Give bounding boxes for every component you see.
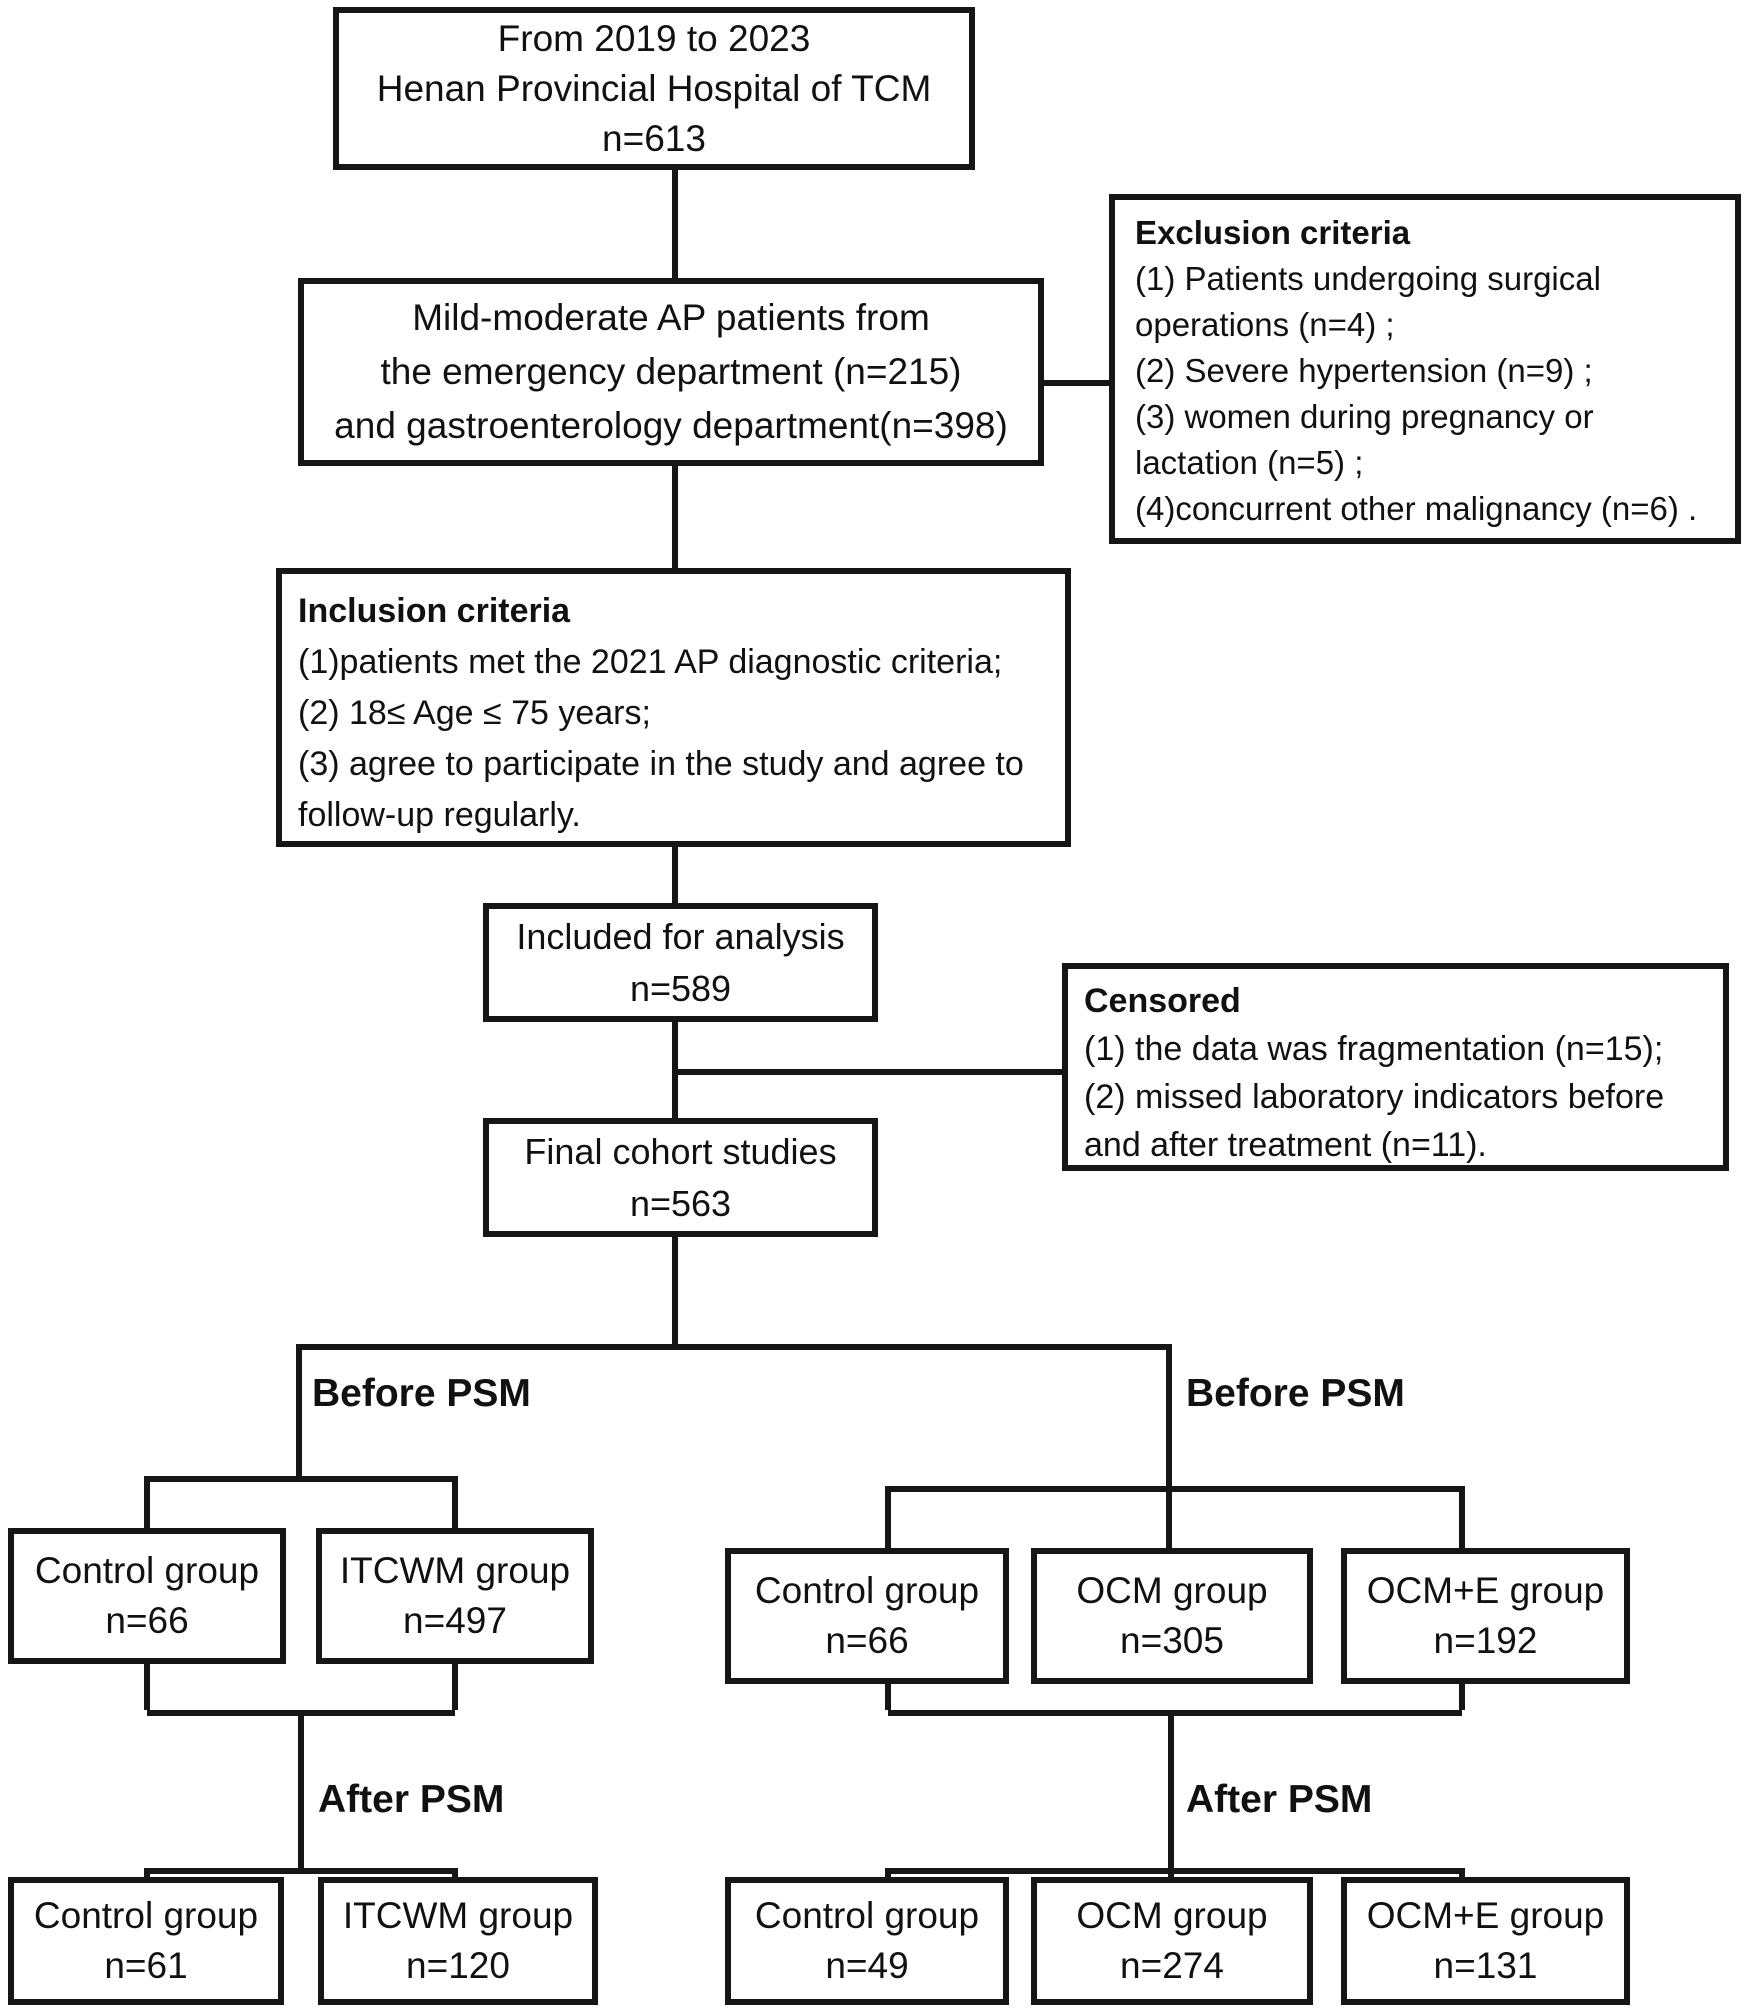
group-count: n=120 <box>406 1945 510 1986</box>
box-included-count: n=589 <box>629 967 732 1009</box>
group-count: n=61 <box>104 1945 188 1986</box>
censored-item-2: (2) missed laboratory indicators before … <box>1084 1078 1665 1164</box>
stub-left-before-itcwm <box>452 1476 458 1528</box>
connector-final-splitbus <box>672 1237 678 1344</box>
group-label: Control group <box>754 1570 980 1611</box>
box-source-line2: Henan Provincial Hospital of TCM <box>376 67 932 109</box>
group-label: Control group <box>33 1895 259 1936</box>
box-ocm-group-before: OCM group n=305 <box>1031 1548 1313 1684</box>
inclusion-item-1: (1)patients met the 2021 AP diagnostic c… <box>298 643 1003 681</box>
box-control-group-before-right: Control group n=66 <box>725 1548 1009 1684</box>
exclusion-title: Exclusion criteria <box>1135 214 1411 251</box>
box-ocm-group-after: OCM group n=274 <box>1031 1877 1313 2005</box>
box-final-cohort: Final cohort studies n=563 <box>483 1118 878 1237</box>
exclusion-item-4: (4)concurrent other malignancy (n=6) . <box>1135 490 1698 527</box>
stub-right-control-down <box>885 1684 891 1710</box>
stub-right-before-ocme <box>1459 1486 1465 1548</box>
stub-right-after-control <box>885 1868 891 1882</box>
exclusion-item-3: (3) women during pregnancy or lactation … <box>1135 398 1594 481</box>
stub-right-after-ocm <box>1168 1868 1174 1882</box>
box-source-line1: From 2019 to 2023 <box>497 17 811 59</box>
connector-screened-inclusion <box>672 466 678 568</box>
box-ocme-group-after: OCM+E group n=131 <box>1341 1877 1630 2005</box>
box-censored: Censored (1) the data was fragmentation … <box>1062 963 1729 1171</box>
inclusion-item-2: (2) 18≤ Age ≤ 75 years; <box>298 694 651 732</box>
group-label: ITCWM group <box>339 1550 571 1591</box>
group-count: n=497 <box>403 1600 507 1641</box>
box-exclusion-criteria: Exclusion criteria (1) Patients undergoi… <box>1109 194 1741 544</box>
connector-right-branch-drop <box>1166 1344 1172 1548</box>
stub-right-before-control <box>885 1486 891 1548</box>
tee-left-after-psm <box>147 1868 455 1874</box>
box-screened-line2: the emergency department (n=215) <box>380 351 962 392</box>
tee-right-after-psm <box>888 1868 1462 1874</box>
box-final-count: n=563 <box>629 1182 732 1224</box>
tee-right-before-psm <box>888 1486 1462 1492</box>
box-control-group-before-left: Control group n=66 <box>8 1528 286 1664</box>
stub-left-control-down <box>144 1664 150 1710</box>
group-label: OCM group <box>1076 1570 1268 1611</box>
box-ocme-group-before: OCM+E group n=192 <box>1341 1548 1630 1684</box>
exclusion-item-1: (1) Patients undergoing surgical operati… <box>1135 260 1601 343</box>
connector-included-censored <box>675 1069 1062 1075</box>
label-after-psm-left: After PSM <box>318 1778 505 1821</box>
connector-screened-exclusion <box>1044 380 1109 386</box>
censored-item-1: (1) the data was fragmentation (n=15); <box>1084 1030 1664 1068</box>
box-screened-line3: and gastroenterology department(n=398) <box>334 405 1008 446</box>
group-count: n=66 <box>105 1600 189 1641</box>
box-itcwm-group-after: ITCWM group n=120 <box>318 1877 598 2005</box>
tee-left-before-psm <box>147 1476 455 1482</box>
box-control-group-after-right: Control group n=49 <box>725 1877 1009 2005</box>
box-screened-patients: Mild-moderate AP patients from the emerg… <box>298 278 1044 466</box>
group-count: n=305 <box>1120 1620 1224 1661</box>
label-before-psm-left: Before PSM <box>312 1372 531 1415</box>
box-source-count: n=613 <box>602 117 706 159</box>
exclusion-item-2: (2) Severe hypertension (n=9) ; <box>1135 352 1593 389</box>
group-count: n=274 <box>1120 1945 1224 1986</box>
group-count: n=131 <box>1433 1945 1538 1986</box>
stub-left-itcwm-down <box>452 1664 458 1710</box>
label-before-psm-right: Before PSM <box>1186 1372 1405 1415</box>
group-label: OCM+E group <box>1366 1570 1605 1611</box>
group-label: ITCWM group <box>342 1895 574 1936</box>
group-label: OCM+E group <box>1366 1895 1605 1936</box>
connector-left-after-drop <box>298 1710 304 1868</box>
group-label: Control group <box>34 1550 260 1591</box>
censored-title: Censored <box>1084 982 1241 1020</box>
connector-inclusion-included <box>672 847 678 903</box>
box-included-line1: Included for analysis <box>516 915 845 957</box>
group-count: n=49 <box>825 1945 909 1986</box>
split-bus-top <box>299 1344 1169 1350</box>
stub-left-before-control <box>144 1476 150 1528</box>
box-itcwm-group-before: ITCWM group n=497 <box>316 1528 594 1664</box>
box-included-analysis: Included for analysis n=589 <box>483 903 878 1022</box>
connector-right-after-drop <box>1168 1710 1174 1868</box>
stub-left-after-itcwm <box>452 1868 458 1882</box>
box-control-group-after-left: Control group n=61 <box>8 1877 284 2005</box>
box-source-hospital: From 2019 to 2023 Henan Provincial Hospi… <box>333 7 975 170</box>
connector-left-branch-drop <box>296 1344 302 1482</box>
box-final-line1: Final cohort studies <box>524 1130 837 1172</box>
label-after-psm-right: After PSM <box>1186 1778 1373 1821</box>
group-count: n=66 <box>825 1620 909 1661</box>
connector-source-screened <box>672 170 678 278</box>
stub-right-after-ocme <box>1459 1868 1465 1882</box>
inclusion-item-3: (3) agree to participate in the study an… <box>298 745 1024 834</box>
inclusion-title: Inclusion criteria <box>298 592 571 630</box>
box-inclusion-criteria: Inclusion criteria (1)patients met the 2… <box>276 568 1071 847</box>
box-screened-line1: Mild-moderate AP patients from <box>412 297 930 338</box>
stub-right-ocme-down <box>1459 1684 1465 1710</box>
group-count: n=192 <box>1433 1620 1538 1661</box>
group-label: Control group <box>754 1895 980 1936</box>
group-label: OCM group <box>1076 1895 1268 1936</box>
stub-left-after-control <box>144 1868 150 1882</box>
converge-bus-right <box>888 1710 1462 1716</box>
